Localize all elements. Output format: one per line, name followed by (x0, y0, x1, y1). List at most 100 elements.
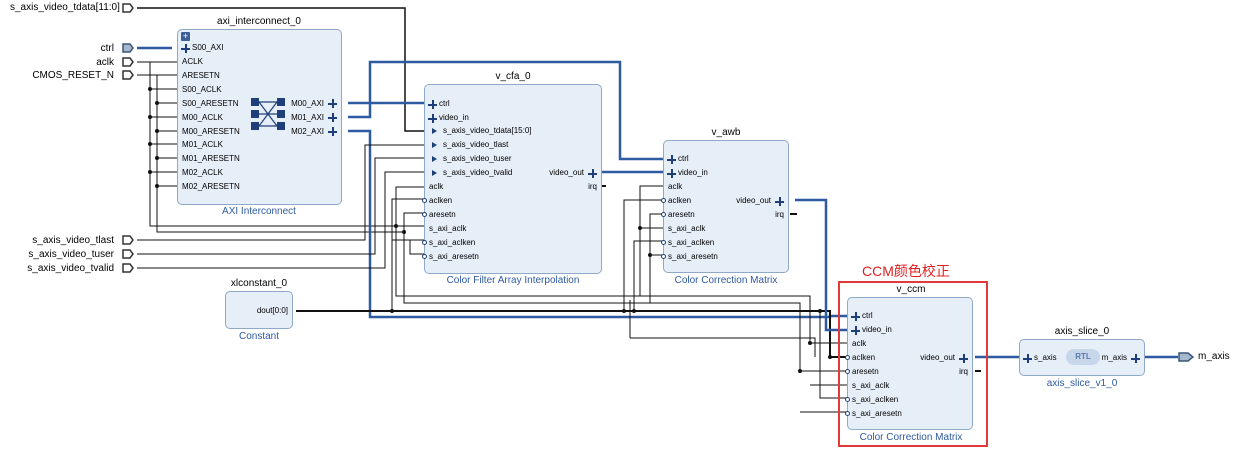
plus-icon (588, 169, 597, 178)
clock-enable-port-icon (845, 397, 850, 402)
plus-icon (428, 114, 437, 123)
pin-video-out: video_out (736, 196, 771, 205)
pin-s-axi-aclk: s_axi_aclk (668, 224, 706, 233)
pin-m01-aresetn: M01_ARESETN (182, 154, 240, 163)
pin-ctrl: ctrl (678, 154, 689, 163)
highlight-box (838, 281, 988, 447)
pin-s-axis: s_axis (1034, 353, 1057, 362)
expand-icon[interactable]: + (181, 31, 190, 41)
block-title-xlconstant: xlconstant_0 (230, 278, 288, 289)
input-port-icon[interactable] (122, 57, 134, 67)
input-port-icon[interactable] (122, 70, 134, 80)
pin-video-in: video_in (862, 325, 892, 334)
block-subtitle-v-cfa: Color Filter Array Interpolation (446, 275, 580, 286)
pin-dout: dout[0:0] (256, 306, 288, 315)
block-title-v-ccm: v_ccm (896, 284, 926, 295)
pin-s-axi-aclken: s_axi_aclken (852, 395, 899, 404)
pin-video-out: video_out (549, 168, 584, 177)
port-label-aclk: aclk (96, 57, 114, 68)
pin-s-axi-aclk: s_axi_aclk (429, 224, 467, 233)
port-label-s-axis-video-tvalid: s_axis_video_tvalid (27, 263, 114, 274)
block-subtitle-xlconstant: Constant (238, 331, 280, 342)
input-arrow-icon (432, 170, 437, 176)
pin-aresetn: aresetn (429, 210, 456, 219)
axis-slice-block[interactable]: s_axis RTL m_axis (1019, 339, 1145, 376)
pin-aresetn: ARESETN (182, 71, 220, 80)
pin-m00-aresetn: M00_ARESETN (182, 127, 240, 136)
input-port-icon[interactable] (122, 43, 134, 53)
input-arrow-icon (432, 142, 437, 148)
pin-m02-aclk: M02_ACLK (182, 168, 223, 177)
crossbar-icon (251, 98, 285, 130)
pin-aclken: aclken (429, 196, 453, 205)
pin-irq: irq (588, 182, 597, 191)
pin-video-in: video_in (439, 113, 469, 122)
axi-interconnect-block[interactable]: + S00_AXI ACLK ARESETN S00_ACLK S00_ARES… (177, 29, 342, 205)
plus-icon (428, 100, 437, 109)
plus-icon (959, 354, 968, 363)
clock-enable-port-icon (661, 240, 666, 245)
clock-enable-port-icon (422, 240, 427, 245)
pin-aclk: aclk (852, 339, 867, 348)
clock-enable-port-icon (845, 355, 850, 360)
clock-enable-port-icon (661, 198, 666, 203)
block-title-v-awb: v_awb (711, 127, 741, 138)
pin-m01-axi: M01_AXI (291, 113, 324, 122)
plus-icon (775, 197, 784, 206)
plus-icon (667, 169, 676, 178)
reset-port-icon (661, 254, 666, 259)
reset-port-icon (845, 369, 850, 374)
pin-aclk: ACLK (182, 57, 203, 66)
port-label-s-axis-video-tuser: s_axis_video_tuser (28, 249, 114, 260)
v-cfa-block[interactable]: ctrl video_in s_axis_video_tdata[15:0] s… (422, 84, 602, 274)
pin-s-axi-aresetn: s_axi_aresetn (852, 409, 902, 418)
block-title-axi-interconnect: axi_interconnect_0 (217, 16, 301, 27)
input-arrow-icon (432, 128, 437, 134)
port-label-s-axis-video-tdata: s_axis_video_tdata[11:0] (10, 2, 120, 13)
pin-m02-axi: M02_AXI (291, 127, 324, 136)
plus-icon (328, 113, 337, 122)
reset-port-icon (422, 212, 427, 217)
rtl-badge: RTL (1066, 349, 1100, 365)
pin-irq: irq (959, 367, 968, 376)
pin-s00-aresetn: S00_ARESETN (182, 99, 239, 108)
input-port-icon[interactable] (122, 235, 134, 245)
port-label-ctrl: ctrl (100, 43, 114, 54)
output-port-icon[interactable] (1178, 352, 1194, 362)
input-port-icon[interactable] (122, 263, 134, 273)
pin-aclk: aclk (429, 182, 444, 191)
pin-ctrl: ctrl (439, 99, 450, 108)
plus-icon (1023, 354, 1032, 363)
block-title-axis-slice: axis_slice_0 (1054, 326, 1110, 337)
pin-s-axi-aclken: s_axi_aclken (429, 238, 476, 247)
input-arrow-icon (432, 156, 437, 162)
pin-m-axis: m_axis (1101, 353, 1127, 362)
pin-video-in: video_in (678, 168, 708, 177)
plus-icon (1131, 354, 1140, 363)
pin-s-axi-aresetn: s_axi_aresetn (668, 252, 718, 261)
pin-s-axis-video-tdata: s_axis_video_tdata[15:0] (443, 126, 532, 135)
plus-icon (328, 99, 337, 108)
port-label-cmos-reset-n: CMOS_RESET_N (32, 70, 114, 81)
block-subtitle-v-ccm: Color Correction Matrix (859, 432, 963, 443)
block-subtitle-axis-slice: axis_slice_v1_0 (1046, 378, 1118, 389)
port-label-m-axis: m_axis (1198, 351, 1230, 362)
input-port-icon[interactable] (122, 249, 134, 259)
pin-m02-aresetn: M02_ARESETN (182, 182, 240, 191)
block-subtitle-axi-interconnect: AXI Interconnect (222, 206, 296, 217)
pin-s-axi-aclk: s_axi_aclk (852, 381, 890, 390)
v-ccm-block[interactable]: ctrl video_in aclk aclken aresetn s_axi_… (845, 297, 973, 430)
port-label-s-axis-video-tlast: s_axis_video_tlast (32, 235, 114, 246)
v-awb-block[interactable]: ctrl video_in aclk aclken aresetn s_axi_… (661, 140, 789, 273)
reset-port-icon (845, 411, 850, 416)
pin-ctrl: ctrl (862, 311, 873, 320)
plus-icon (181, 44, 190, 53)
pin-aclk: aclk (668, 182, 683, 191)
pin-m01-aclk: M01_ACLK (182, 140, 223, 149)
pin-s-axis-video-tvalid: s_axis_video_tvalid (443, 168, 513, 177)
pin-aclken: aclken (852, 353, 876, 362)
input-port-icon[interactable] (122, 3, 134, 13)
plus-icon (667, 155, 676, 164)
xlconstant-block[interactable]: dout[0:0] (225, 291, 293, 329)
pin-aresetn: aresetn (668, 210, 695, 219)
